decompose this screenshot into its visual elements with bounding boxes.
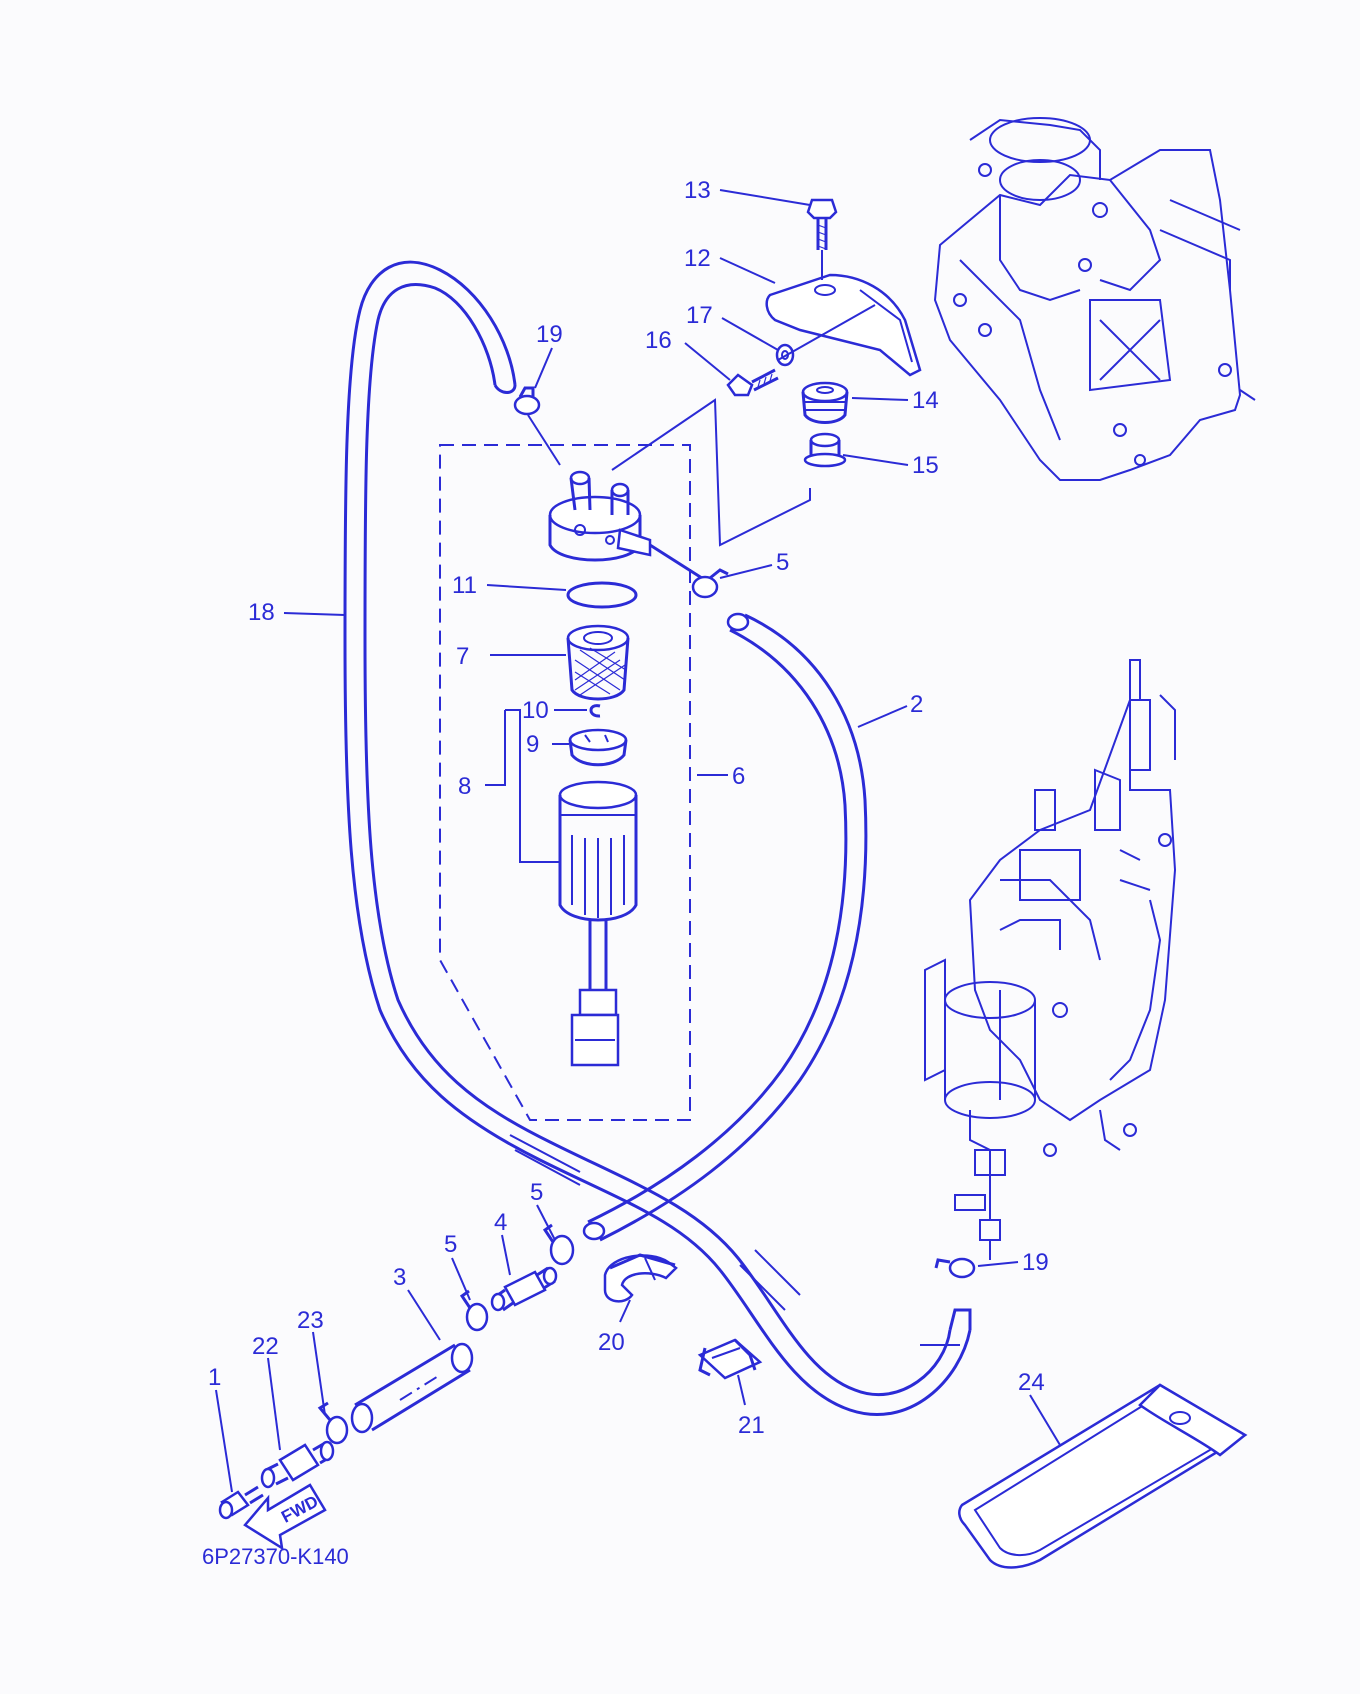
callout-14: 14 <box>912 387 939 414</box>
callout-4: 4 <box>494 1209 507 1236</box>
callout-15: 15 <box>912 452 939 479</box>
clip-10 <box>589 704 601 718</box>
callout-13: 13 <box>684 177 711 204</box>
assembly-guide-line <box>777 304 876 361</box>
hose-clip-23 <box>317 1401 349 1445</box>
fwd-direction-marker: FWD <box>243 1483 327 1551</box>
arrow-left-icon <box>243 1483 327 1551</box>
callout-18: 18 <box>248 599 275 626</box>
callout-9: 9 <box>526 731 539 758</box>
callout-10: 10 <box>522 697 549 724</box>
callout-labels: 13 12 17 16 19 14 15 5 11 18 7 2 10 9 6 … <box>208 177 1049 1439</box>
callout-24: 24 <box>1018 1369 1045 1396</box>
vapor-separator-assembly <box>924 659 1177 1260</box>
callout-7: 7 <box>456 643 469 670</box>
o-ring-11 <box>566 581 638 609</box>
filter-element-7 <box>566 624 630 701</box>
filter-head <box>548 470 706 582</box>
callout-3: 3 <box>393 1264 406 1291</box>
drawing-code: 6P27370-K140 <box>202 1544 349 1569</box>
callout-5: 5 <box>530 1179 543 1206</box>
callout-5: 5 <box>444 1231 457 1258</box>
leader-lines <box>215 189 1061 1493</box>
callout-19: 19 <box>1022 1249 1049 1276</box>
grommet-14 <box>801 381 849 424</box>
hose-clip-19-top <box>513 386 541 416</box>
callout-22: 22 <box>252 1333 279 1360</box>
engine-block <box>933 117 1256 481</box>
callout-12: 12 <box>684 245 711 272</box>
callout-11: 11 <box>452 572 477 599</box>
callout-1: 1 <box>208 1364 221 1391</box>
assembly-guide-line <box>611 398 811 547</box>
callout-6: 6 <box>732 763 745 790</box>
callout-21: 21 <box>738 1412 765 1439</box>
filter-bowl-8 <box>558 780 638 1067</box>
hose-clip-5-upper <box>691 568 729 599</box>
bolt-13 <box>806 198 838 250</box>
callout-23: 23 <box>297 1307 324 1334</box>
callout-19: 19 <box>536 321 563 348</box>
fuel-hose-2 <box>582 612 868 1242</box>
callout-8: 8 <box>458 773 471 800</box>
connector-22 <box>260 1440 335 1489</box>
hose-holder-21 <box>697 1338 763 1380</box>
fuel-hose-18 <box>343 260 972 1416</box>
hose-clip-5-lower-left <box>459 1289 489 1332</box>
hose-holder-20 <box>603 1253 678 1303</box>
hose-clip-19-lower <box>934 1257 976 1279</box>
fuel-filter-assembly <box>439 444 706 1121</box>
hose-3 <box>350 1342 474 1434</box>
callout-17: 17 <box>686 302 713 329</box>
callout-20: 20 <box>598 1329 625 1356</box>
plug-1 <box>218 1485 264 1520</box>
hose-clip-5-lower-right <box>542 1223 575 1266</box>
bolt-16 <box>726 368 779 397</box>
bracket-12 <box>765 273 922 377</box>
callout-16: 16 <box>645 327 672 354</box>
collar-15 <box>803 432 847 468</box>
tool-bag-24 <box>958 1383 1248 1569</box>
assembly-guide-line <box>527 414 561 466</box>
callout-2: 2 <box>910 691 923 718</box>
joint-4 <box>490 1266 558 1312</box>
callout-5: 5 <box>776 549 789 576</box>
spring-9 <box>568 728 628 767</box>
